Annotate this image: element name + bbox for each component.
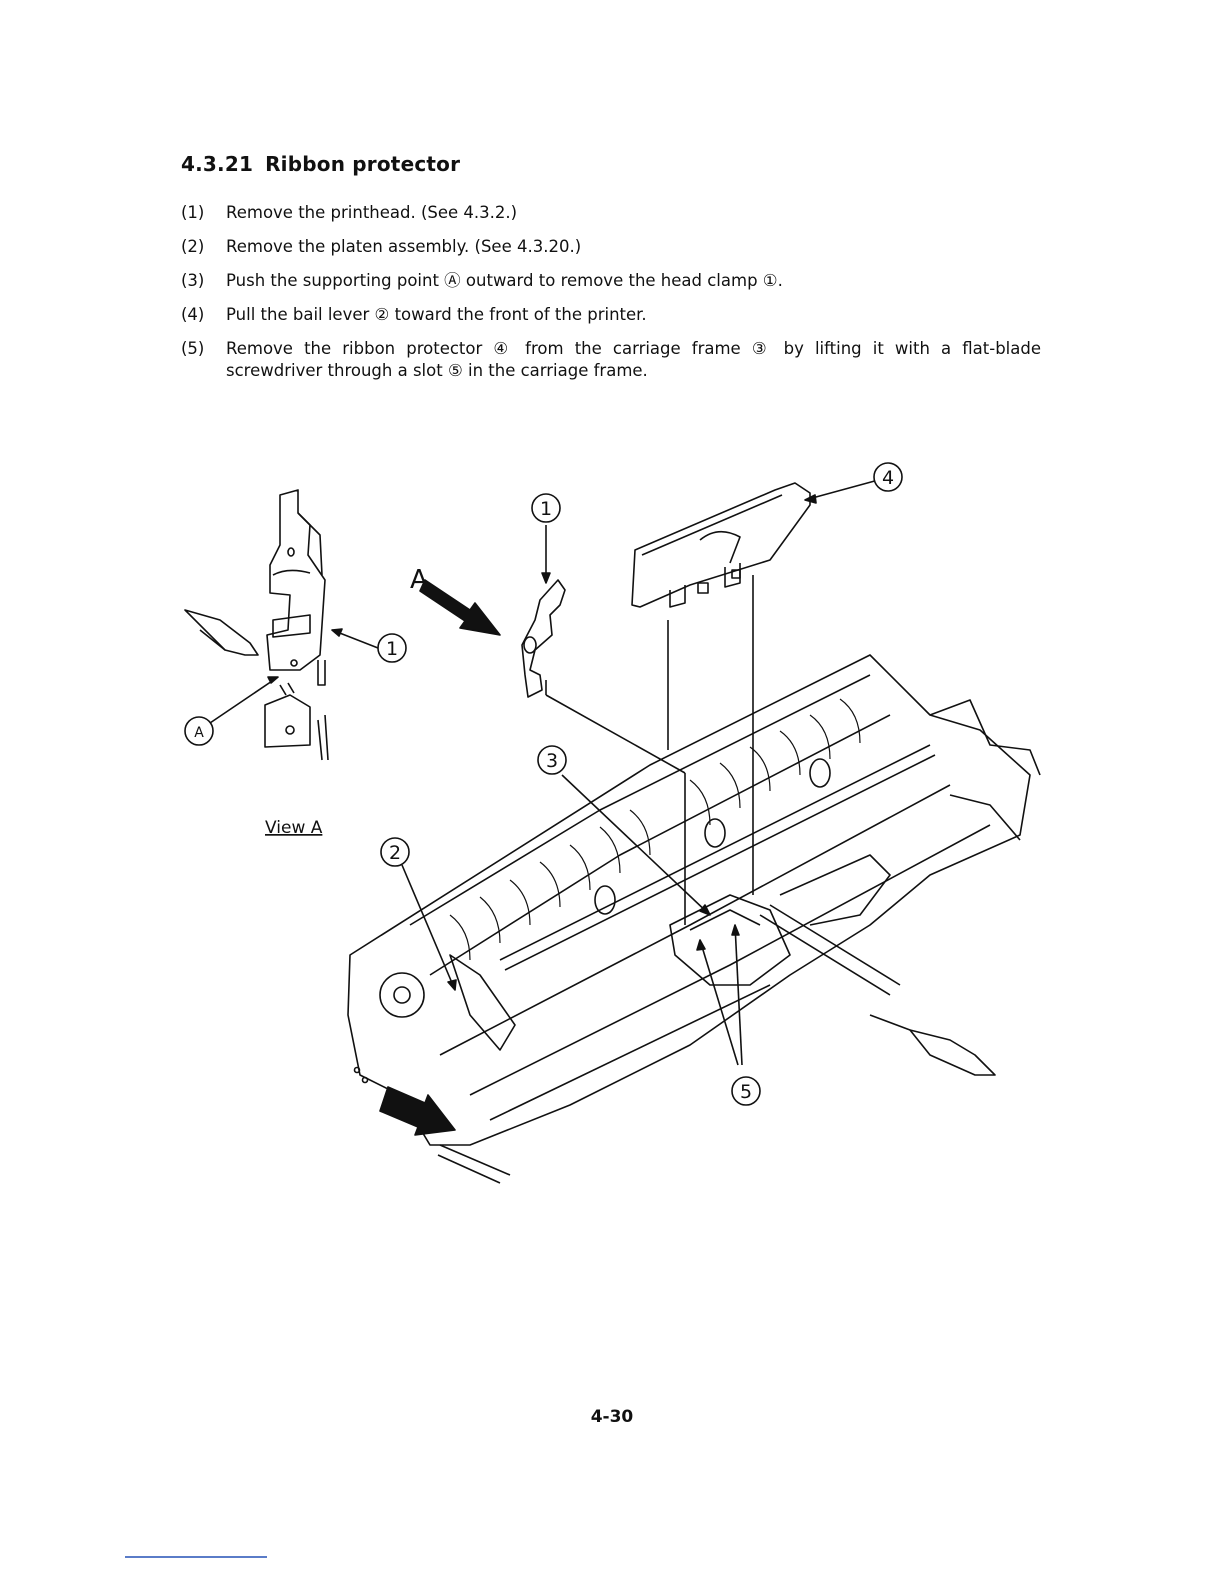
- callout-ribbon-protector: 4: [882, 467, 894, 489]
- step-number: (2): [181, 237, 205, 256]
- disassembly-figure: 1 1 A 2 3 4 5 A View A: [170, 455, 1070, 1195]
- head-clamp-detail-drawing: [184, 489, 329, 761]
- callout-bail-lever: 2: [389, 842, 401, 864]
- step-item: (4) Pull the bail lever ② toward the fron…: [181, 304, 1041, 326]
- step-item: (1) Remove the printhead. (See 4.3.2.): [181, 202, 1041, 224]
- head-clamp-drawing: [521, 525, 566, 698]
- step-number: (4): [181, 305, 205, 324]
- callout-head-clamp: 1: [540, 498, 552, 520]
- section-heading: 4.3.21 Ribbon protector: [181, 152, 460, 176]
- step-item: (3) Push the supporting point Ⓐ outward t…: [181, 270, 1041, 292]
- step-number: (3): [181, 271, 205, 290]
- step-text: Pull the bail lever ② toward the front o…: [226, 305, 647, 324]
- ribbon-protector-drawing: [631, 478, 883, 608]
- callout-head-clamp-view-a: 1: [386, 638, 398, 660]
- procedure-steps: (1) Remove the printhead. (See 4.3.2.) (2…: [181, 202, 1041, 382]
- step-item: (2) Remove the platen assembly. (See 4.3.…: [181, 236, 1041, 258]
- step-item: (5) Remove the ribbon protector ④ from th…: [181, 338, 1041, 382]
- step-text: Remove the ribbon protector ④ from the c…: [226, 339, 1041, 380]
- view-a-caption: View A: [265, 818, 323, 838]
- printer-frame-drawing: [347, 654, 1041, 1184]
- page-number: 4-30: [590, 1407, 634, 1427]
- callout-carriage-frame: 3: [546, 750, 558, 772]
- callout-supporting-point: A: [194, 725, 204, 741]
- printer-mechanism-illustration: 1 1 A 2 3 4 5 A View A: [184, 462, 1041, 1184]
- footer-rule: [125, 1556, 267, 1558]
- step-text: Remove the printhead. (See 4.3.2.): [226, 203, 518, 222]
- step-number: (1): [181, 203, 205, 222]
- step-number: (5): [181, 339, 205, 358]
- section-title: Ribbon protector: [265, 152, 461, 176]
- view-arrow-label: A: [410, 565, 428, 595]
- callout-slot: 5: [740, 1081, 752, 1103]
- step-text: Push the supporting point Ⓐ outward to r…: [226, 271, 783, 290]
- step-text: Remove the platen assembly. (See 4.3.20.…: [226, 237, 582, 256]
- section-number: 4.3.21: [181, 152, 254, 176]
